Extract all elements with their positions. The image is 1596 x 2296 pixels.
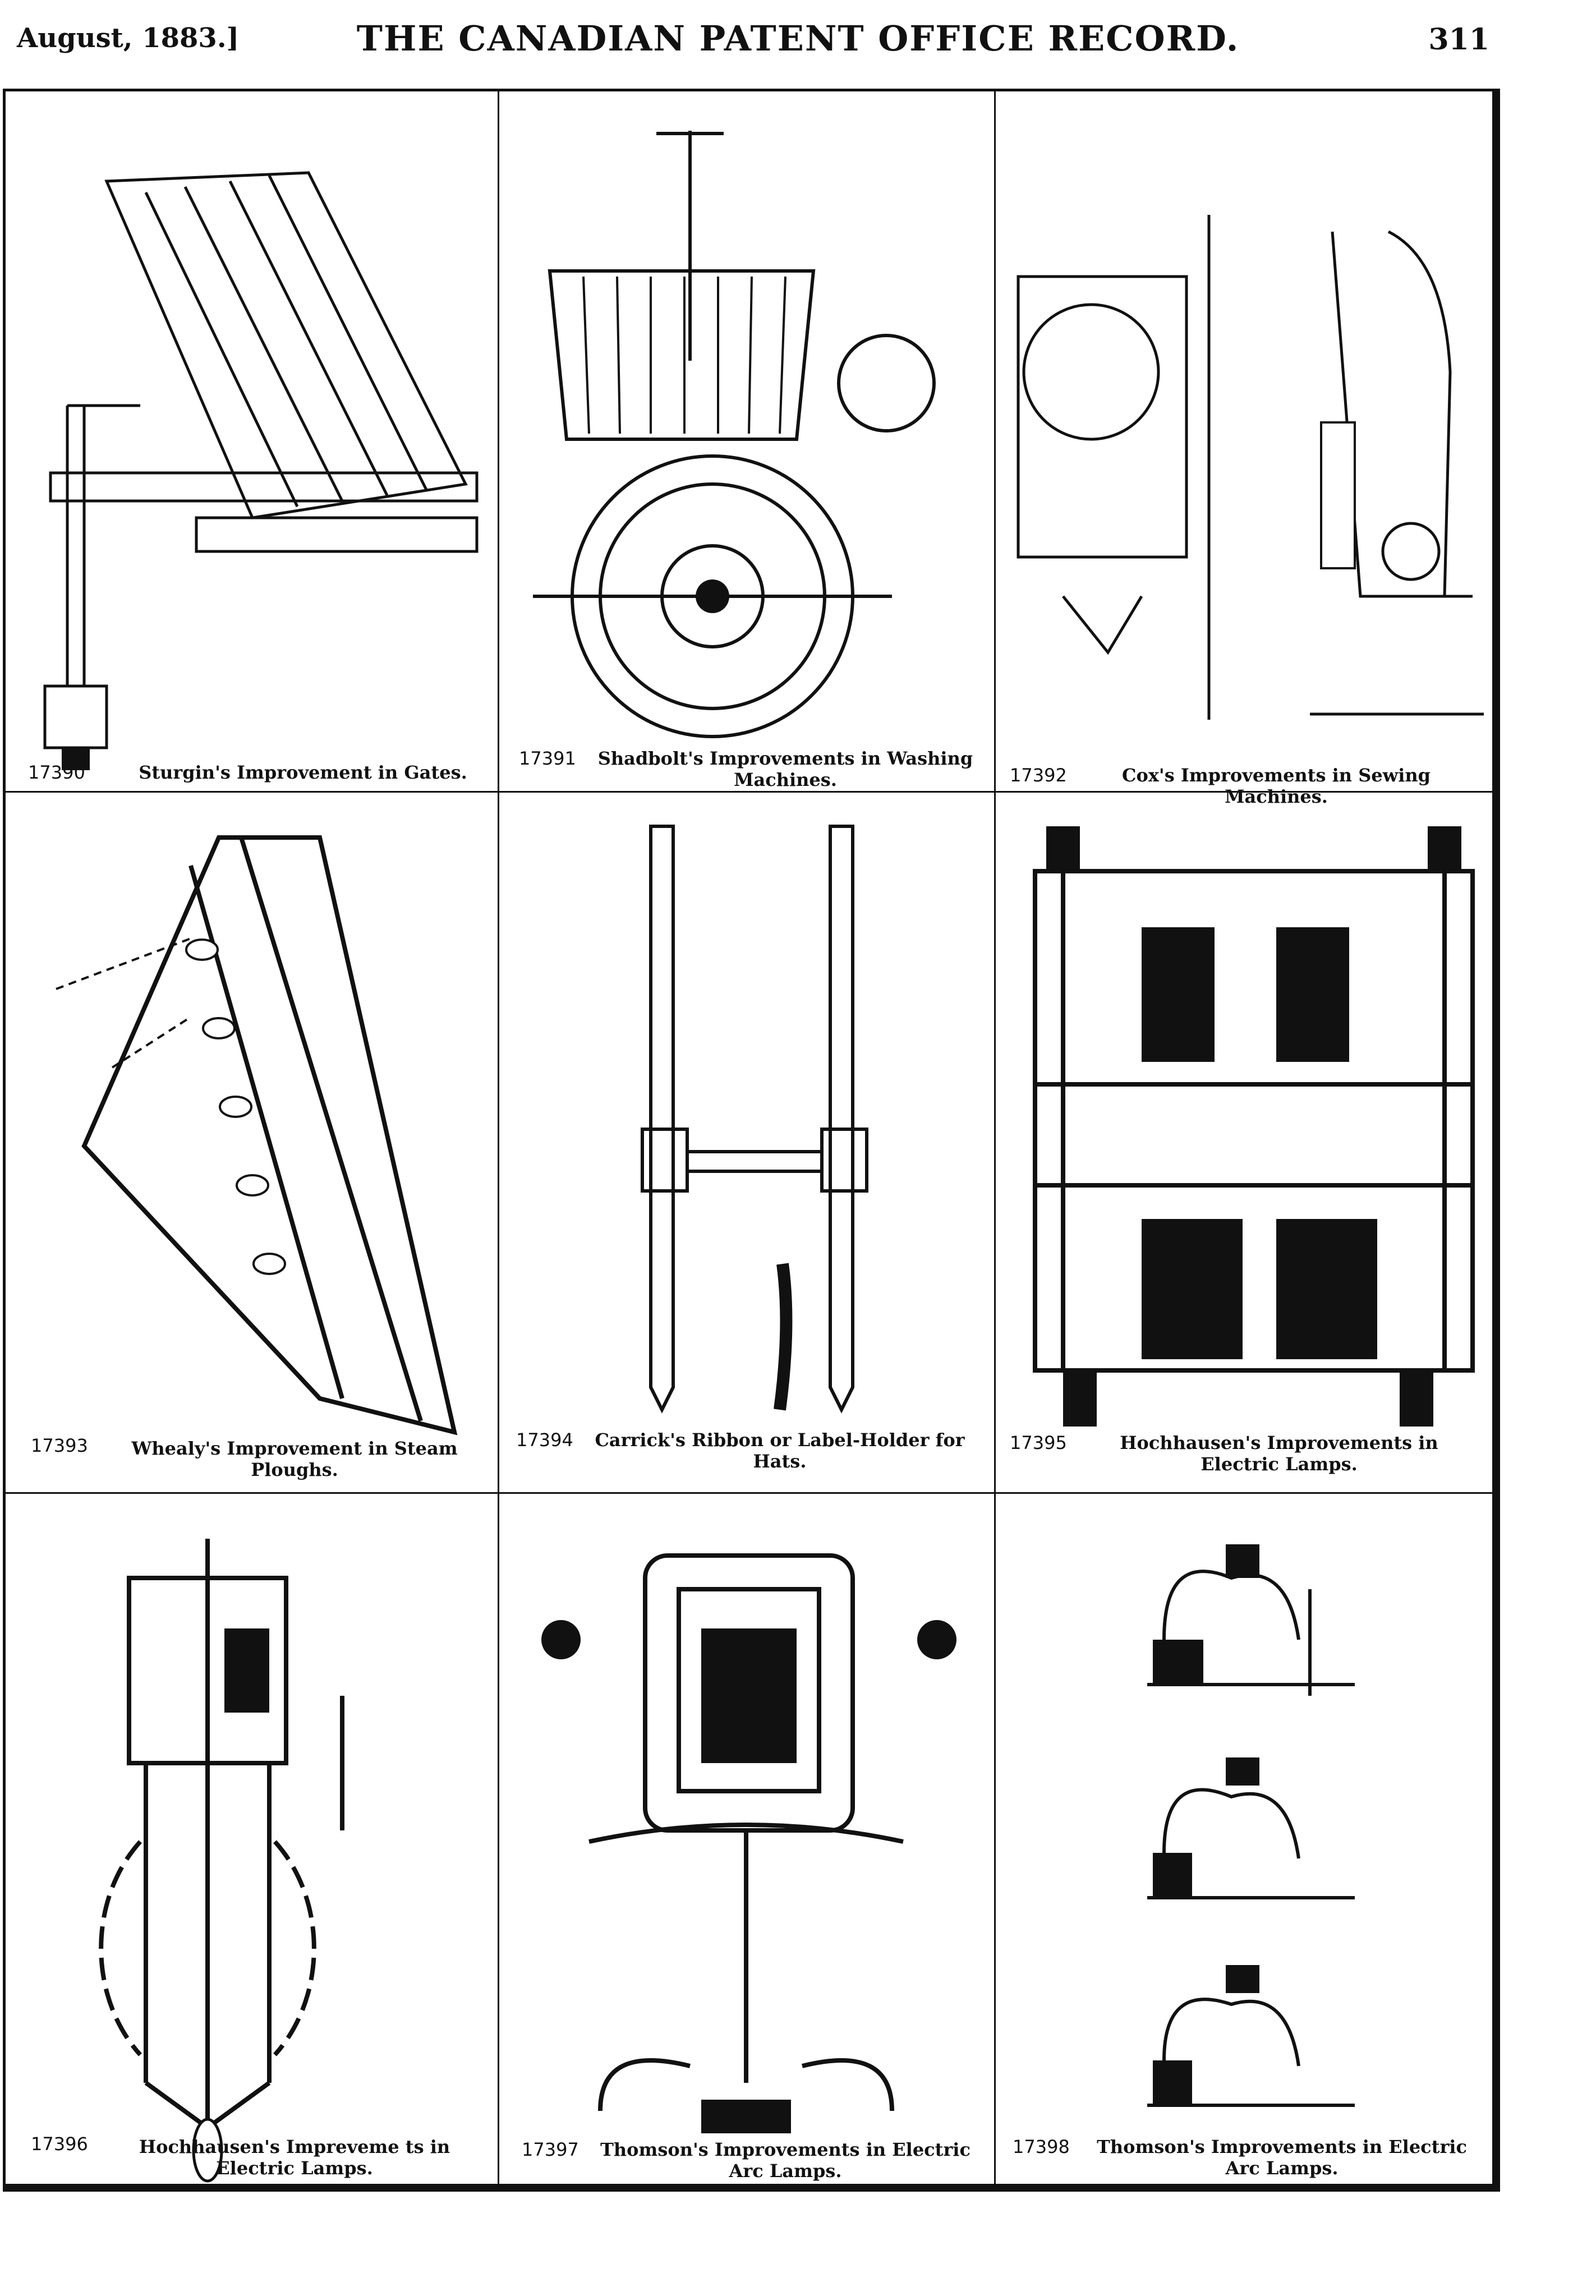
page-number: 311 [1428, 22, 1489, 57]
patent-number: 17398 [1013, 2136, 1070, 2157]
label-holder-drawing-icon [641, 825, 868, 1414]
patent-cell-sewing-machines: 17392 Cox's Improvements in Sewing Machi… [996, 91, 1492, 807]
patent-caption: Hochhausen's Improvements in Electric La… [1120, 1432, 1438, 1475]
electric-lamp-drawing-icon [1033, 826, 1475, 1427]
page-header: August, 1883.] THE CANADIAN PATENT OFFIC… [0, 0, 1596, 84]
patent-cell-electric-lamps-2: 17396 Hochhausen's Impreveme ts in Elect… [6, 1494, 499, 2184]
patent-cell-gates: 17390 Sturgin's Improvement in Gates. [6, 91, 499, 793]
patent-caption: Sturgin's Improvement in Gates. [139, 762, 467, 783]
patent-caption: Cox's Improvements in Sewing Machines. [1122, 765, 1431, 807]
patent-number: 17393 [31, 1435, 88, 1456]
steam-plough-drawing-icon [56, 835, 458, 1435]
arc-lamp-drawing-icon [541, 1553, 956, 2133]
patent-caption: Whealy's Improvement in Steam Ploughs. [131, 1438, 458, 1480]
electric-lamp-drawing-icon [99, 1539, 344, 2183]
patent-number: 17390 [28, 762, 85, 783]
patent-cell-label-holder: 17394 Carrick's Ribbon or Label-Holder f… [499, 793, 996, 1494]
journal-title: THE CANADIAN PATENT OFFICE RECORD. [356, 18, 1240, 59]
patent-number: 17394 [516, 1429, 573, 1451]
patent-number: 17395 [1010, 1432, 1067, 1453]
patent-caption: Carrick's Ribbon or Label-Holder for Hat… [595, 1429, 965, 1472]
patent-caption: Thomson's Improvements in Electric Arc L… [1097, 2136, 1467, 2179]
gate-drawing-icon [43, 171, 479, 770]
patent-cell-arc-lamps: 17397 Thomson's Improvements in Electric… [499, 1494, 996, 2184]
patent-cell-washing-machines: 17391 Shadbolt's Improvements in Washing… [499, 91, 996, 793]
arc-lamp-drawing-icon [1147, 1544, 1355, 2107]
washing-machine-drawing-icon [533, 131, 936, 738]
patent-caption: Shadbolt's Improvements in Washing Machi… [597, 748, 973, 790]
patent-caption: Thomson's Improvements in Electric Arc L… [600, 2139, 971, 2182]
patent-cell-steam-ploughs: 17393 Whealy's Improvement in Steam Plou… [6, 793, 499, 1494]
patent-caption: Hochhausen's Impreveme ts in Electric La… [139, 2136, 450, 2179]
patent-cell-arc-lamps-2: 17398 Thomson's Improvements in Electric… [996, 1494, 1492, 2184]
issue-date: August, 1883.] [17, 22, 240, 54]
patent-cell-electric-lamps: 17395 Hochhausen's Improvements in Elect… [996, 793, 1492, 1494]
patent-number: 17397 [522, 2139, 579, 2160]
patent-number: 17396 [31, 2133, 88, 2155]
sewing-machine-drawing-icon [1017, 215, 1484, 720]
patent-number: 17392 [1010, 765, 1067, 786]
patent-plate-frame: 17390 Sturgin's Improvement in Gates. [3, 89, 1500, 2192]
patent-number: 17391 [519, 748, 576, 769]
